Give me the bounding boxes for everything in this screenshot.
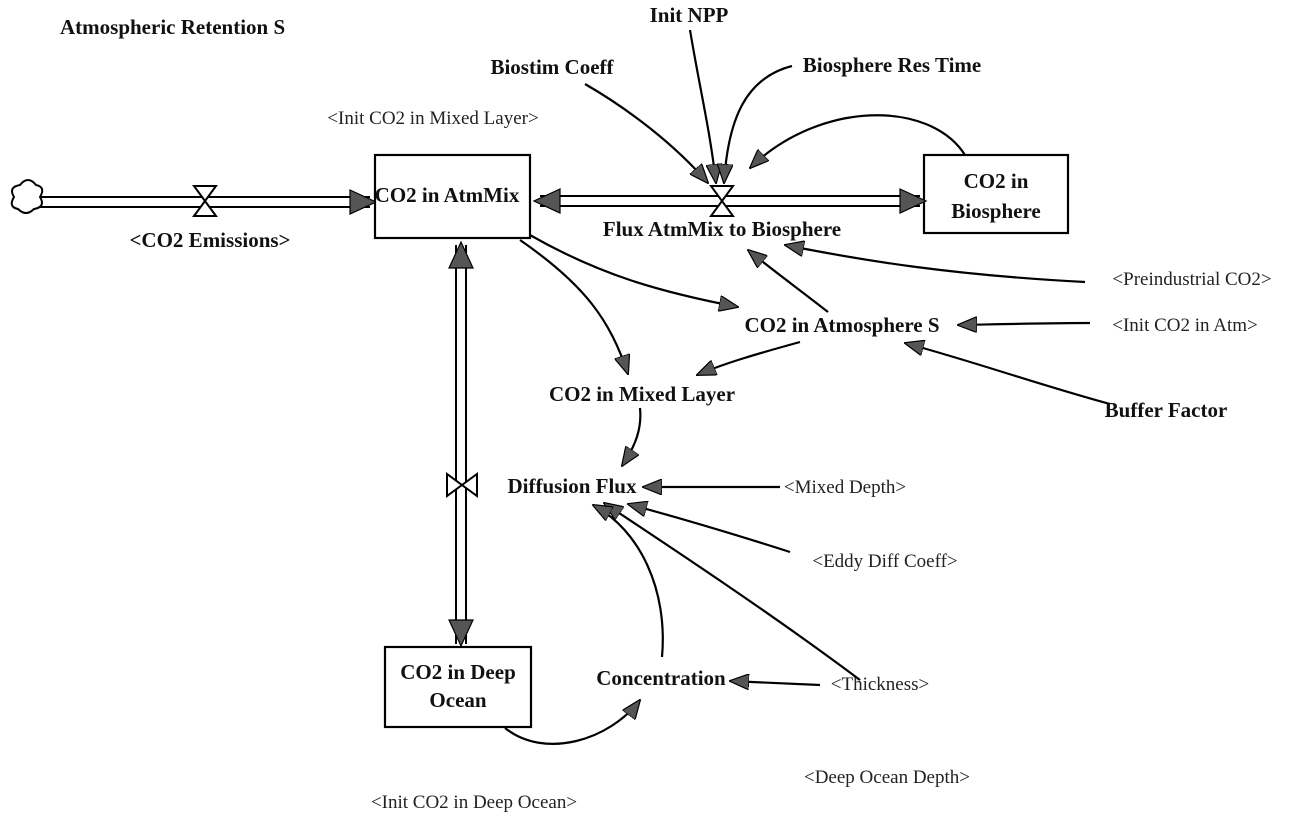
thickness-shadow: <Thickness>: [831, 674, 929, 695]
link-init-atm-to-atm-s: [958, 323, 1091, 325]
biosphere-res-time-label: Biosphere Res Time: [803, 53, 982, 77]
link-atmmix-to-atm-s: [529, 234, 738, 307]
init-co2-atm-shadow: <Init CO2 in Atm>: [1112, 315, 1257, 336]
link-concentration-to-diffusion: [593, 505, 664, 658]
init-co2-mixed-shadow: <Init CO2 in Mixed Layer>: [327, 108, 538, 129]
link-biostim-to-flux: [584, 83, 708, 183]
link-thickness-to-concentration: [730, 681, 821, 685]
atm-bio-valve-icon[interactable]: [709, 185, 735, 217]
buffer-factor-label: Buffer Factor: [1105, 398, 1228, 422]
link-thickness-to-diffusion: [604, 503, 861, 681]
concentration-label: Concentration: [596, 666, 726, 690]
link-atmmix-to-mixed: [519, 239, 628, 374]
co2-biosphere-label-line1: CO2 in: [964, 169, 1029, 193]
link-init-npp-to-flux: [688, 29, 716, 183]
emissions-valve-icon[interactable]: [192, 185, 218, 217]
co2-atmosphere-s-label: CO2 in Atmosphere S: [744, 313, 939, 337]
co2-atmmix-label: CO2 in AtmMix: [375, 183, 520, 207]
link-eddy-to-diffusion: [628, 504, 791, 554]
co2-deep-ocean-label-line1: CO2 in Deep: [400, 660, 516, 684]
link-biosphere-to-flux: [750, 114, 966, 168]
eddy-diff-coeff-shadow: <Eddy Diff Coeff>: [812, 551, 957, 572]
diagram-title: Atmospheric Retention S: [60, 15, 285, 39]
preindustrial-co2-shadow: <Preindustrial CO2>: [1112, 269, 1271, 290]
mixed-depth-shadow: <Mixed Depth>: [784, 477, 906, 498]
co2-atmmix-stock[interactable]: [373, 153, 532, 240]
deep-ocean-depth-shadow: <Deep Ocean Depth>: [804, 767, 970, 788]
atm-bio-flow-pipe: [532, 188, 928, 214]
diffusion-flux-label: Diffusion Flux: [508, 474, 637, 498]
flux-atmmix-biosphere-label: Flux AtmMix to Biosphere: [603, 217, 841, 241]
link-deep-ocean-to-concentration: [504, 700, 640, 745]
cloud-source-icon: [10, 179, 44, 214]
emissions-flow-label: <CO2 Emissions>: [129, 228, 290, 252]
link-res-time-to-flux: [724, 64, 793, 183]
link-mixed-to-diffusion: [622, 407, 642, 466]
init-npp-label: Init NPP: [650, 3, 729, 27]
co2-biosphere-label-line2: Biosphere: [951, 199, 1040, 223]
init-co2-deep-ocean-shadow: <Init CO2 in Deep Ocean>: [371, 792, 577, 813]
link-atm-s-to-mixed: [697, 340, 801, 375]
link-preindustrial-to-flux: [785, 245, 1086, 284]
diffusion-valve-icon[interactable]: [446, 472, 478, 498]
biostim-coeff-label: Biostim Coeff: [490, 55, 614, 79]
diffusion-flow-pipe: [448, 240, 474, 648]
co2-deep-ocean-label-line2: Ocean: [429, 688, 486, 712]
link-atm-s-to-flux: [748, 250, 829, 313]
co2-mixed-layer-label: CO2 in Mixed Layer: [549, 382, 735, 406]
co2-deep-ocean-stock[interactable]: [383, 645, 533, 729]
link-buffer-to-atm-s: [905, 343, 1111, 406]
co2-biosphere-stock[interactable]: [922, 153, 1070, 235]
